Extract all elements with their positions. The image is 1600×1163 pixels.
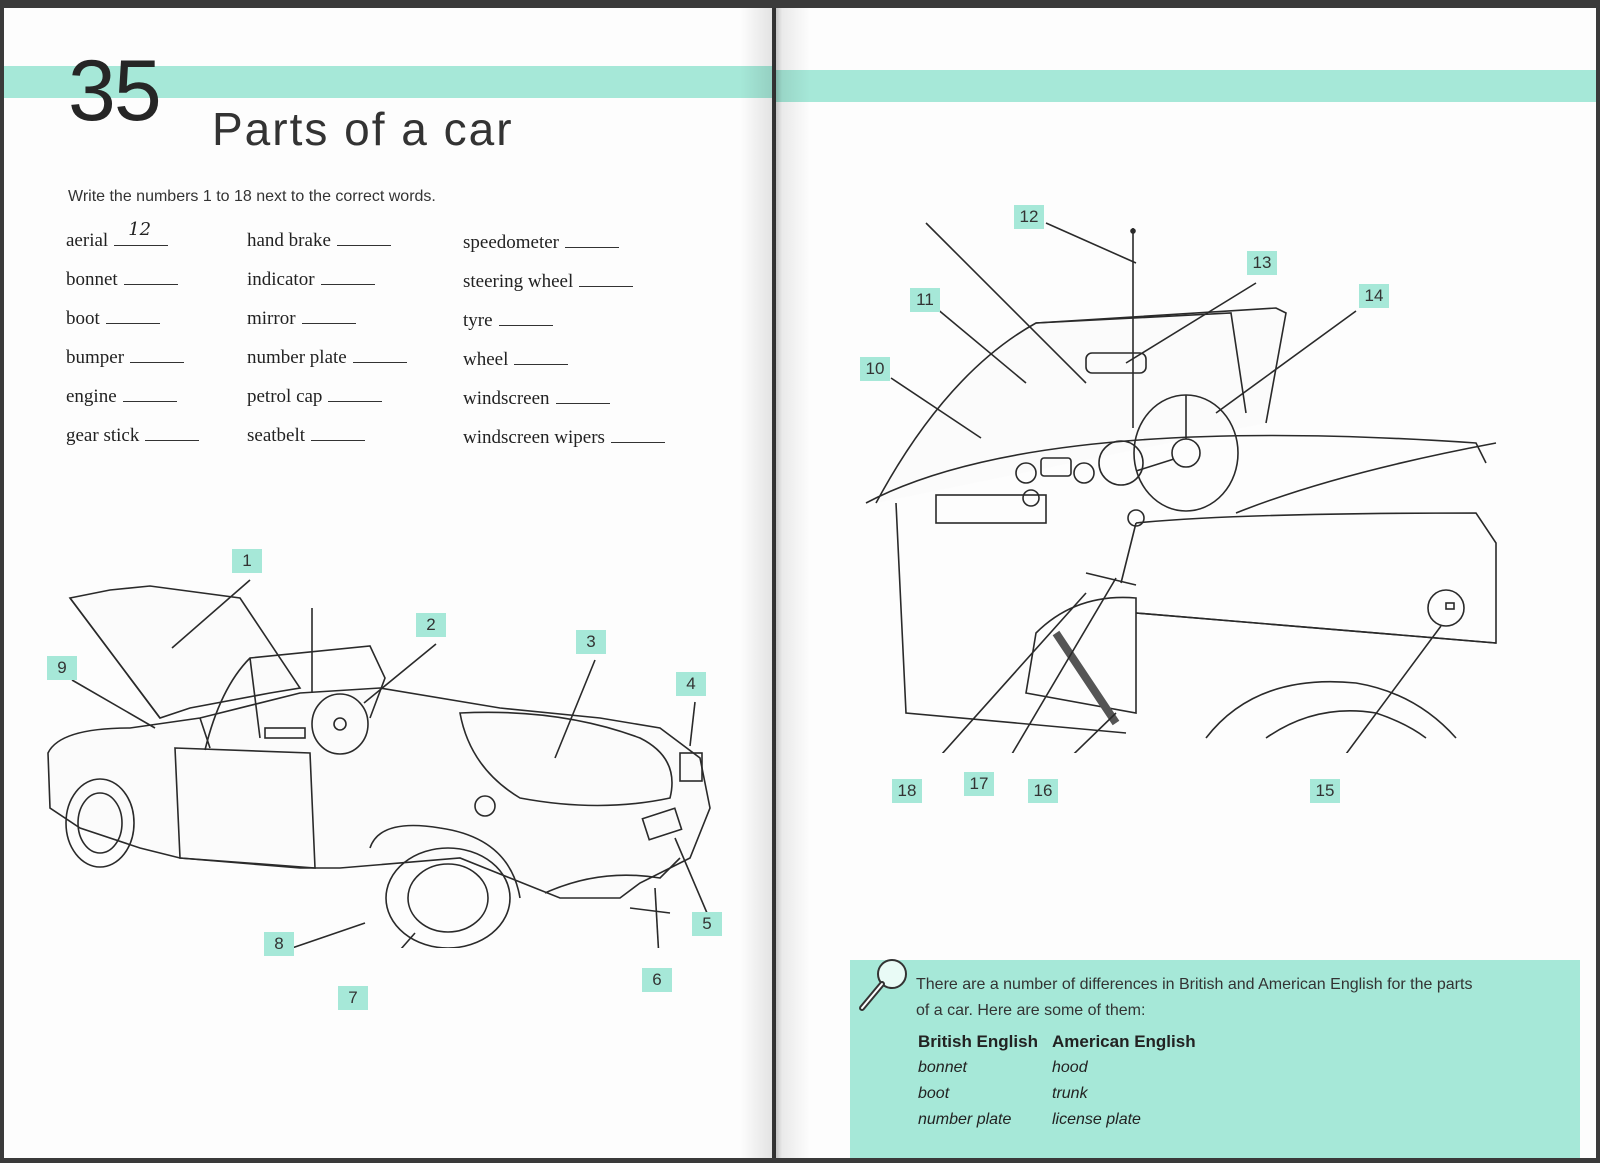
american-term: hood xyxy=(1052,1059,1088,1076)
answer-blank[interactable] xyxy=(320,270,375,285)
word-label: tyre xyxy=(463,310,493,331)
british-term: bonnet xyxy=(918,1059,967,1076)
label-9: 9 xyxy=(47,656,77,680)
unit-number: 35 xyxy=(68,43,162,139)
header-band xyxy=(776,70,1596,102)
word-item: tyre xyxy=(463,310,553,332)
answer-blank[interactable] xyxy=(122,387,177,402)
word-item: windscreen wipers xyxy=(463,427,665,449)
american-english-header: American English xyxy=(1052,1032,1196,1051)
label-8: 8 xyxy=(264,932,294,956)
word-item: boot xyxy=(66,308,160,330)
american-term: trunk xyxy=(1052,1085,1088,1102)
answer-blank[interactable]: 12 xyxy=(114,219,169,246)
answer-blank[interactable] xyxy=(336,231,391,246)
word-label: hand brake xyxy=(247,230,331,251)
word-item: gear stick xyxy=(66,425,200,447)
label-14: 14 xyxy=(1359,284,1389,308)
answer-blank[interactable] xyxy=(301,309,356,324)
label-13: 13 xyxy=(1247,251,1277,275)
car-exterior-illustration xyxy=(47,579,711,948)
word-label: gear stick xyxy=(66,425,140,446)
label-3: 3 xyxy=(576,630,606,654)
label-11: 11 xyxy=(910,288,940,312)
answer-blank[interactable] xyxy=(579,272,634,287)
word-item: aerial 12 xyxy=(66,219,169,252)
word-label: indicator xyxy=(247,269,315,290)
word-label: bonnet xyxy=(66,269,118,290)
answer-value: 12 xyxy=(128,219,152,240)
magnifying-glass-icon xyxy=(859,959,907,1011)
car-interior-illustration xyxy=(865,222,1497,753)
label-16: 16 xyxy=(1028,779,1058,803)
word-item: windscreen xyxy=(463,388,610,410)
word-item: petrol cap xyxy=(247,386,383,408)
word-label: mirror xyxy=(247,308,296,329)
word-item: bumper xyxy=(66,347,185,369)
right-page: 12 13 14 11 10 15 16 17 18 There are a n… xyxy=(776,8,1596,1158)
word-item: indicator xyxy=(247,269,375,291)
word-label: steering wheel xyxy=(463,271,574,292)
word-label: speedometer xyxy=(463,232,560,253)
label-7: 7 xyxy=(338,986,368,1010)
word-item: seatbelt xyxy=(247,425,366,447)
unit-title: Parts of a car xyxy=(212,103,514,155)
word-item: hand brake xyxy=(247,230,391,252)
word-label: petrol cap xyxy=(247,386,323,407)
answer-blank[interactable] xyxy=(105,309,160,324)
word-label: boot xyxy=(66,308,100,329)
instruction-text: Write the numbers 1 to 18 next to the co… xyxy=(68,188,436,205)
word-item: engine xyxy=(66,386,177,408)
word-item: bonnet xyxy=(66,269,178,291)
word-item: steering wheel xyxy=(463,271,634,293)
answer-blank[interactable] xyxy=(328,387,383,402)
header-band xyxy=(4,66,772,98)
word-item: speedometer xyxy=(463,232,620,254)
answer-blank[interactable] xyxy=(130,348,185,363)
british-english-header: British English xyxy=(918,1032,1038,1051)
answer-blank[interactable] xyxy=(514,350,569,365)
label-10: 10 xyxy=(860,357,890,381)
answer-blank[interactable] xyxy=(498,311,553,326)
word-label: windscreen xyxy=(463,388,550,409)
answer-blank[interactable] xyxy=(555,389,610,404)
label-18: 18 xyxy=(892,779,922,803)
left-page: 35 Parts of a car Write the numbers 1 to… xyxy=(4,8,772,1158)
british-term: boot xyxy=(918,1085,950,1102)
word-item: number plate xyxy=(247,347,407,369)
label-12: 12 xyxy=(1014,205,1044,229)
label-2: 2 xyxy=(416,613,446,637)
answer-blank[interactable] xyxy=(123,270,178,285)
word-label: windscreen wipers xyxy=(463,427,605,448)
word-item: wheel xyxy=(463,349,569,371)
answer-blank[interactable] xyxy=(610,428,665,443)
word-label: wheel xyxy=(463,349,509,370)
answer-blank[interactable] xyxy=(311,426,366,441)
british-term: number plate xyxy=(918,1111,1012,1128)
answer-blank[interactable] xyxy=(565,233,620,248)
label-5: 5 xyxy=(692,912,722,936)
note-text: There are a number of differences in Bri… xyxy=(916,976,1473,1019)
word-label: number plate xyxy=(247,347,347,368)
label-15: 15 xyxy=(1310,779,1340,803)
word-label: aerial xyxy=(66,230,109,251)
label-17: 17 xyxy=(964,772,994,796)
word-label: seatbelt xyxy=(247,425,306,446)
answer-blank[interactable] xyxy=(145,426,200,441)
answer-blank[interactable] xyxy=(352,348,407,363)
label-6: 6 xyxy=(642,968,672,992)
language-note-box: There are a number of differences in Bri… xyxy=(850,959,1580,1158)
word-item: mirror xyxy=(247,308,356,330)
word-label: engine xyxy=(66,386,117,407)
label-4: 4 xyxy=(676,672,706,696)
word-label: bumper xyxy=(66,347,125,368)
label-1: 1 xyxy=(232,549,262,573)
american-term: license plate xyxy=(1052,1111,1141,1128)
